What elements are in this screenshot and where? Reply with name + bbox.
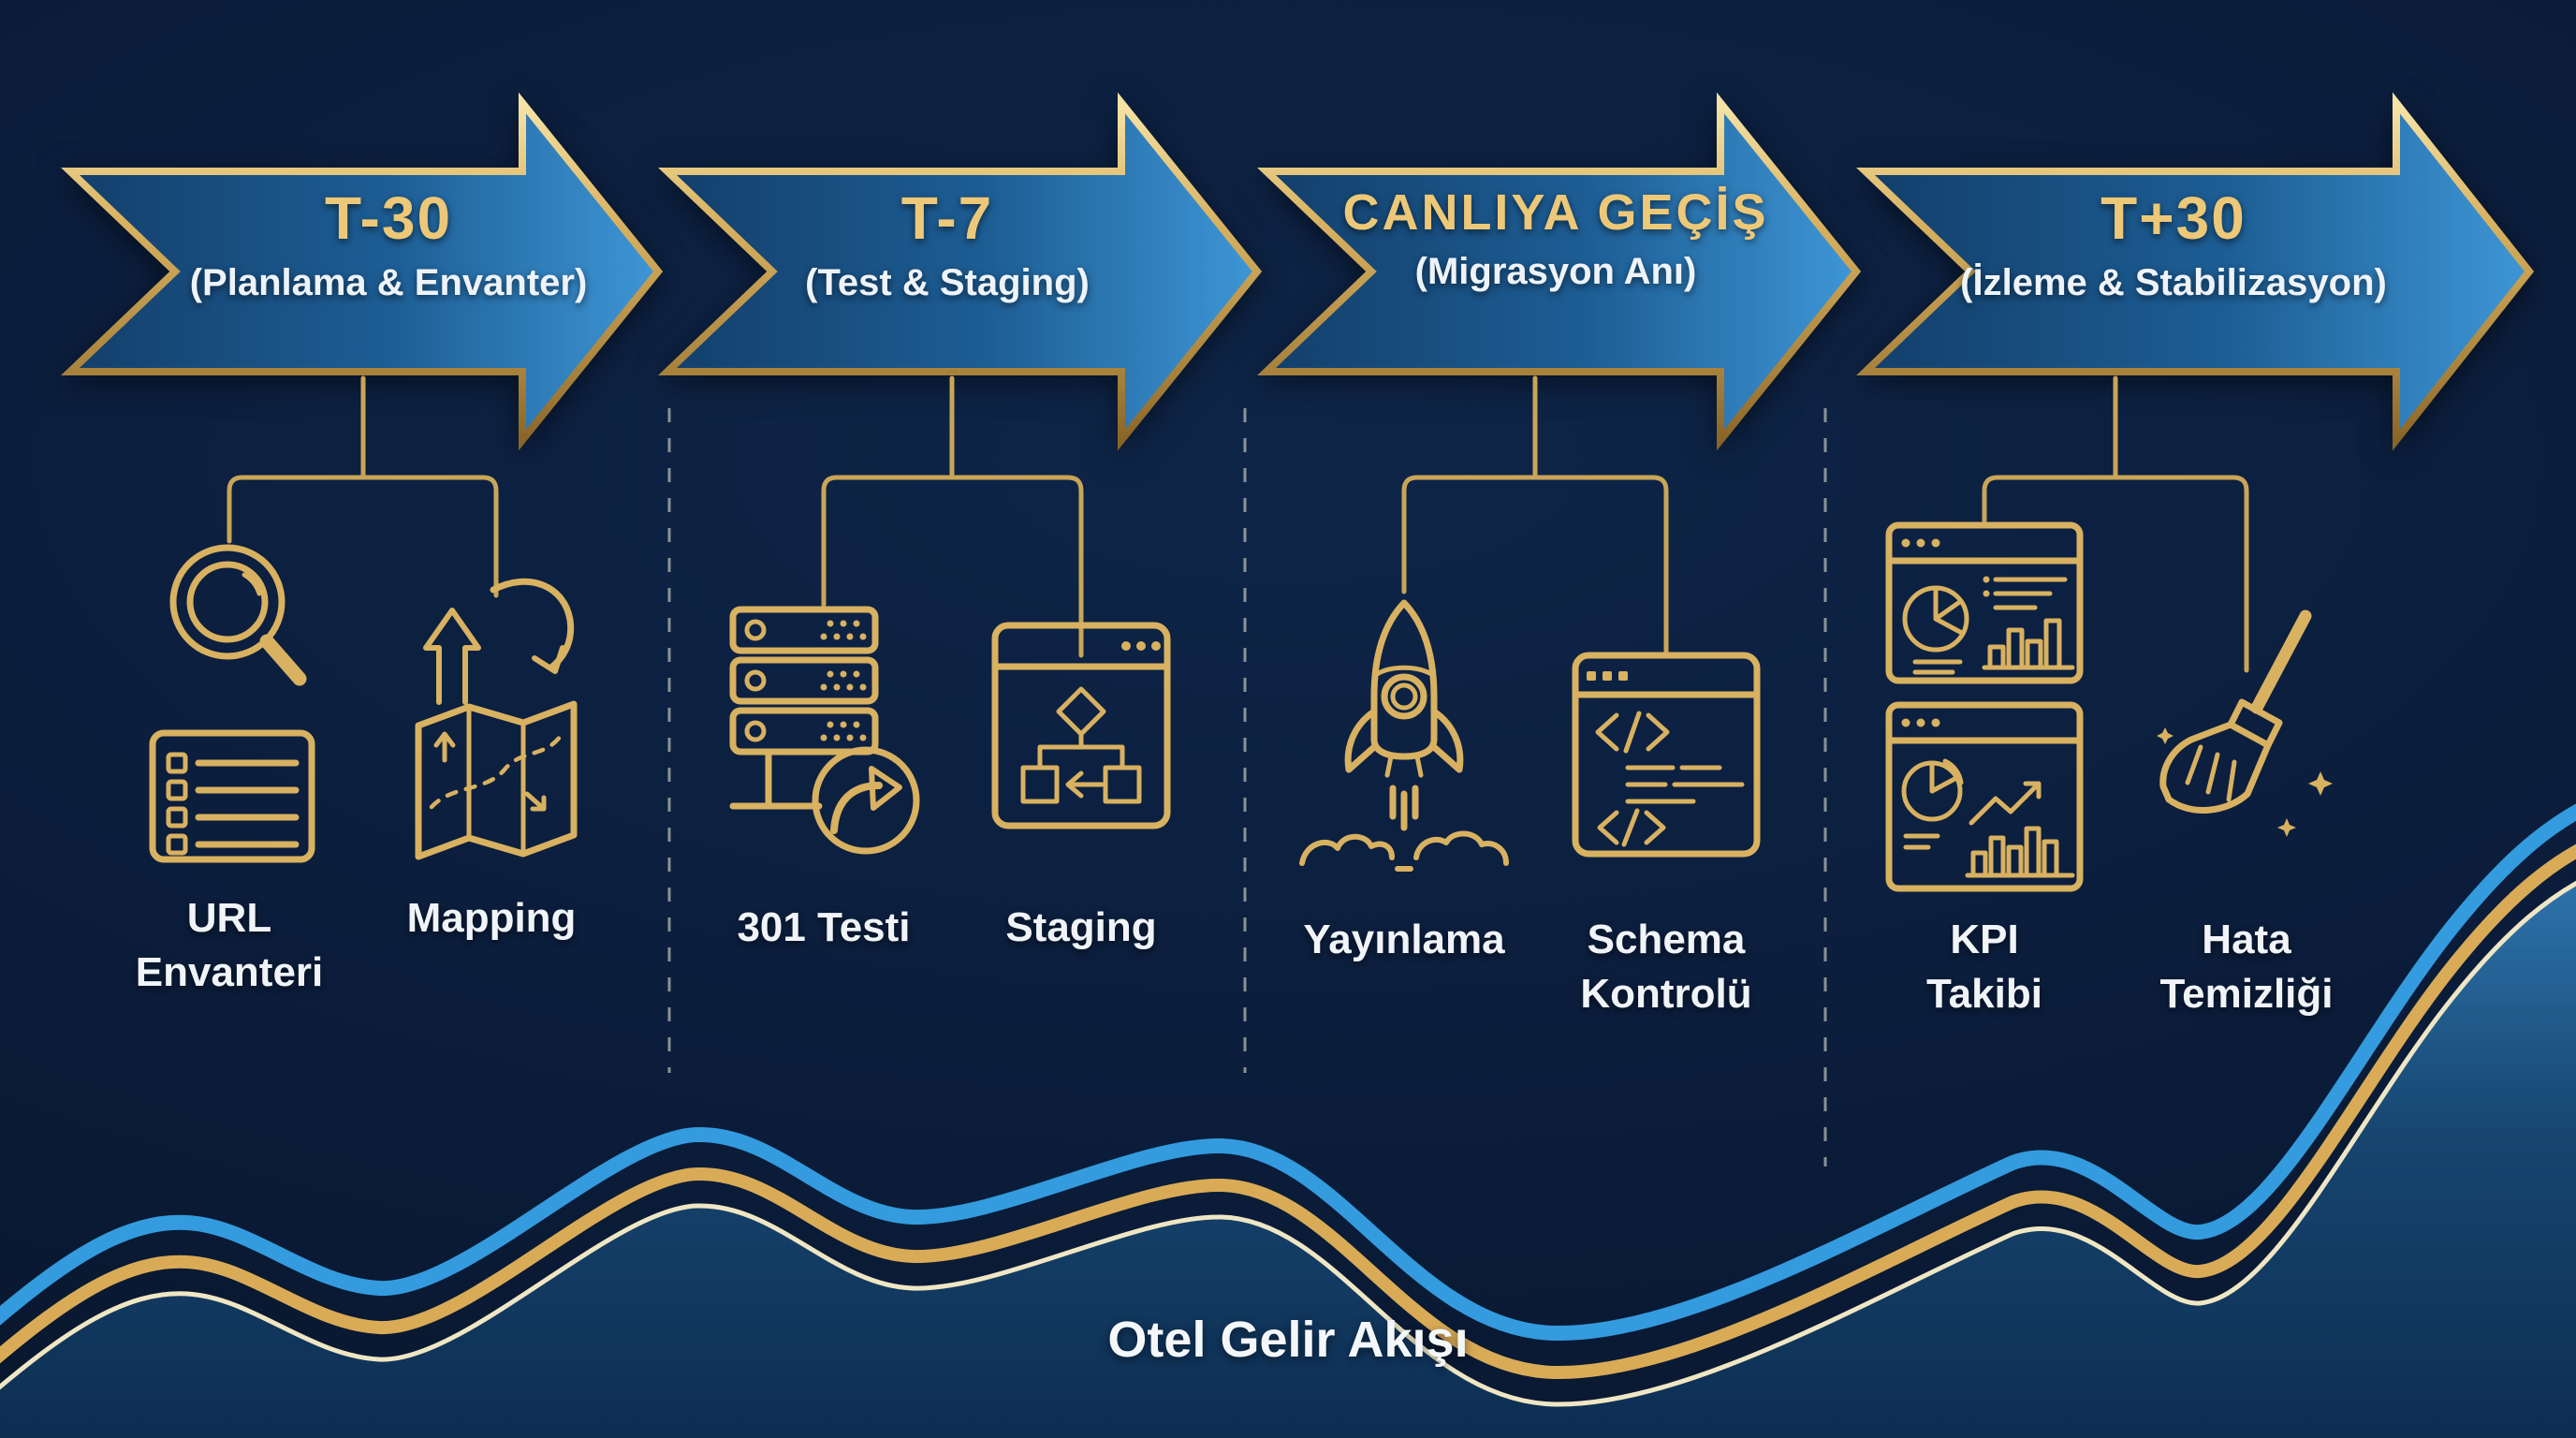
item-label-publish: Yayınlama xyxy=(1303,917,1505,962)
phase-subtitle: (İzleme & Stabilizasyon) xyxy=(1960,262,2387,303)
dashboard-charts-icon xyxy=(1885,521,2084,892)
item-label-staging: Staging xyxy=(1005,904,1157,950)
revenue-wave xyxy=(0,803,2576,1438)
arrow-go-live[interactable] xyxy=(1257,92,1862,451)
item-label-kpi-tracking: KPI Takibi xyxy=(1926,917,2042,1018)
phase-title: T+30 xyxy=(2100,184,2247,252)
wave-fill xyxy=(0,883,2576,1438)
broom-icon xyxy=(2157,609,2333,837)
rocket-launch-icon xyxy=(1299,599,1509,872)
phase-subtitle: (Planlama & Envanter) xyxy=(189,262,588,303)
phase-title: T-7 xyxy=(900,184,994,252)
folded-map-icon xyxy=(415,578,578,860)
code-window-icon xyxy=(1572,652,1761,858)
phase-header-t30: T-30 (Planlama & Envanter) xyxy=(89,183,688,304)
timeline-arrows xyxy=(61,92,2535,451)
revenue-flow-caption: Otel Gelir Akışı xyxy=(1107,1312,1469,1368)
browser-flowchart-icon xyxy=(991,622,1171,829)
item-label-301-test: 301 Testi xyxy=(737,904,911,950)
connector-brackets xyxy=(227,375,2249,673)
magnifier-list-icon xyxy=(149,544,315,863)
phase-subtitle: (Test & Staging) xyxy=(805,262,1090,303)
item-label-url-inventory: URL Envanteri xyxy=(135,895,324,996)
item-label-schema-check: Schema Kontrolü xyxy=(1580,917,1752,1018)
phase-title: T-30 xyxy=(324,184,453,252)
phase-header-t-plus-30: T+30 (İzleme & Stabilizasyon) xyxy=(1874,183,2473,304)
arrow-t-plus-30[interactable] xyxy=(1856,92,2535,451)
phase-header-go-live: CANLIYA GEÇİŞ (Migrasyon Anı) xyxy=(1256,183,1855,293)
phase-subtitle: (Migrasyon Anı) xyxy=(1414,251,1697,292)
arrow-t-7[interactable] xyxy=(658,92,1263,451)
phase-title: CANLIYA GEÇİŞ xyxy=(1342,184,1769,241)
item-label-mapping: Mapping xyxy=(406,895,577,941)
phase-header-t7: T-7 (Test & Staging) xyxy=(648,183,1247,304)
item-label-error-cleanup: Hata Temizliği xyxy=(2159,917,2334,1018)
arrow-t-30[interactable] xyxy=(61,92,664,451)
server-redirect-icon xyxy=(729,606,920,855)
